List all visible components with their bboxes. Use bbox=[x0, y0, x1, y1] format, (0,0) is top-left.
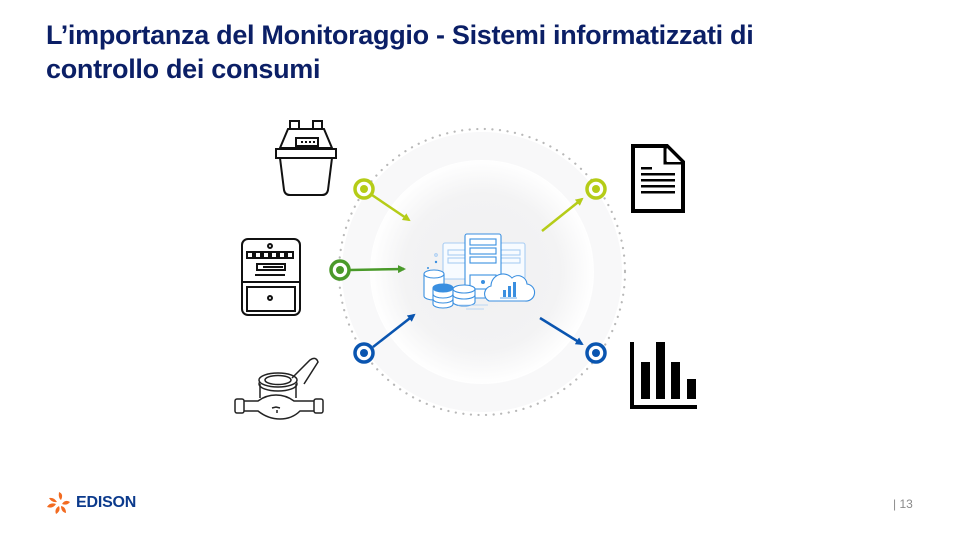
input-connector-water bbox=[353, 313, 416, 364]
output-connector-report bbox=[541, 178, 607, 232]
title-line-2: controllo dei consumi bbox=[46, 54, 321, 84]
page-number: | 13 bbox=[893, 497, 913, 511]
gas-meter-icon bbox=[275, 120, 337, 196]
water-meter-icon bbox=[234, 357, 324, 420]
server-database-cloud-icon bbox=[423, 233, 536, 310]
slide-title: L’importanza del Monitoraggio - Sistemi … bbox=[46, 18, 926, 86]
brand-name: EDISON bbox=[76, 494, 137, 511]
edison-flower-icon bbox=[47, 492, 70, 514]
input-connector-electricity bbox=[329, 259, 406, 281]
bar-chart-icon bbox=[630, 342, 697, 409]
input-connector-gas bbox=[353, 178, 411, 222]
output-connector-analytics bbox=[539, 316, 607, 364]
document-icon bbox=[631, 144, 685, 213]
edison-logo: EDISON bbox=[44, 489, 136, 517]
title-line-1: L’importanza del Monitoraggio - Sistemi … bbox=[46, 20, 754, 50]
electricity-meter-icon bbox=[241, 238, 301, 316]
